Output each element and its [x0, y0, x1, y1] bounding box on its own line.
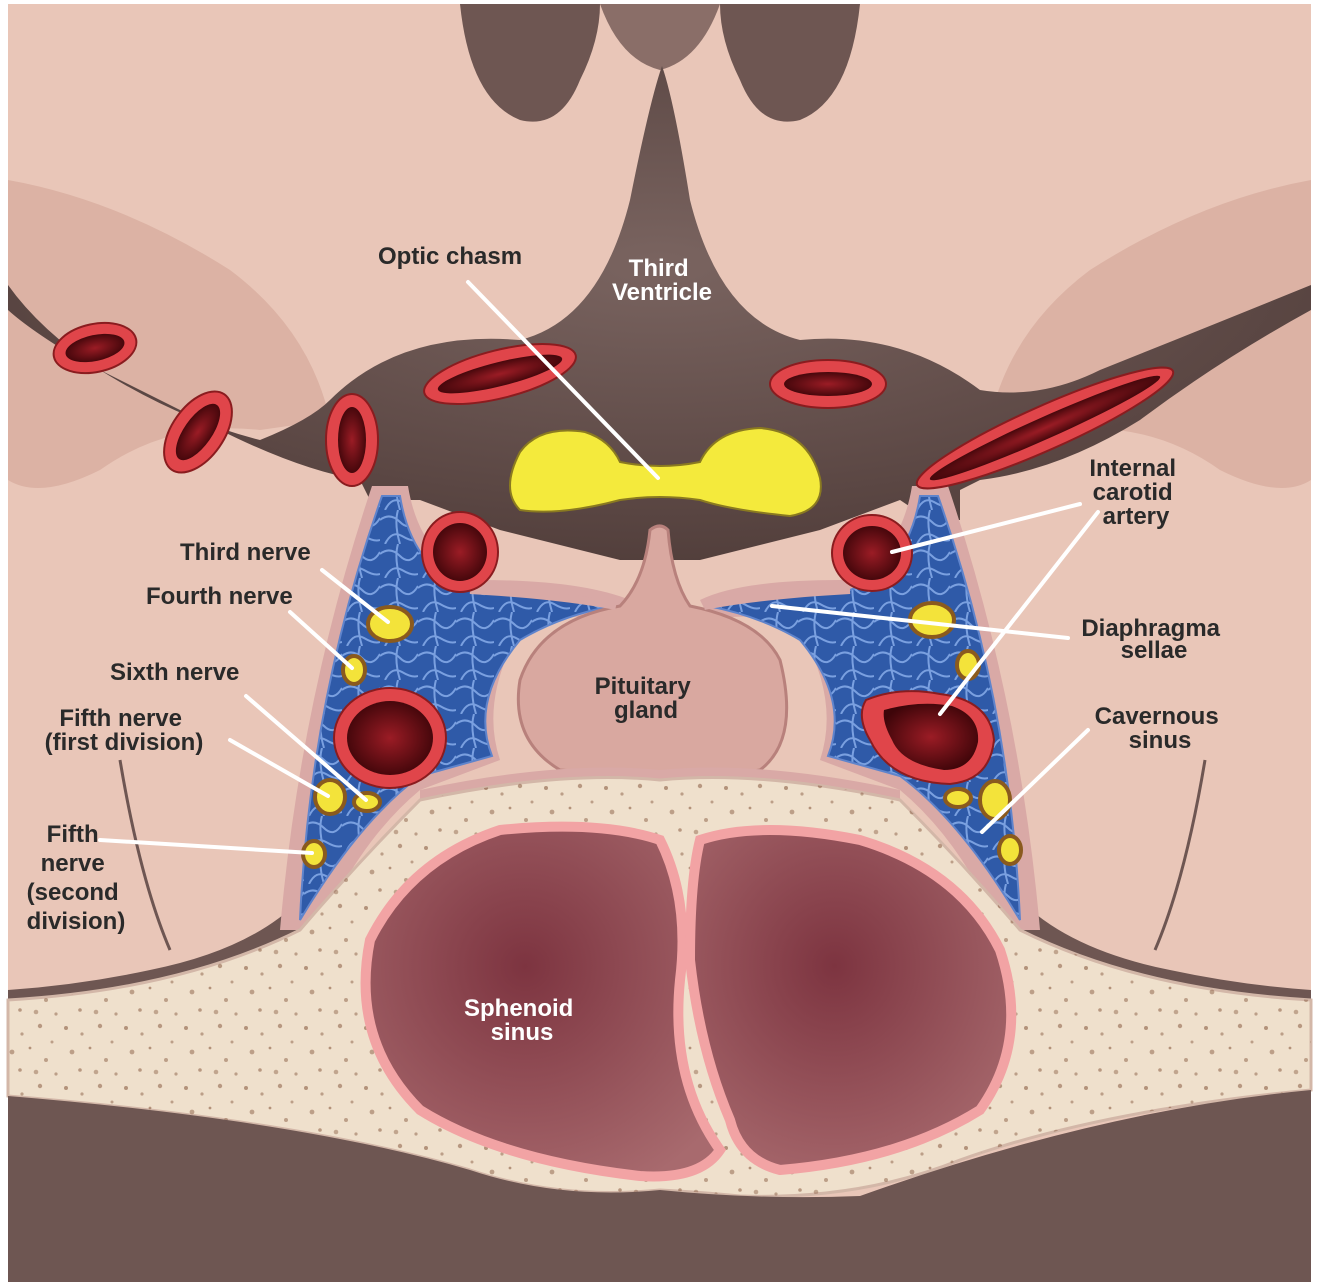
- label-pituitary-gland-line-2: gland: [614, 697, 678, 724]
- artery-left-3-lumen: [338, 407, 366, 473]
- label-sphenoid-sinus-line-2: sinus: [491, 1019, 554, 1046]
- fifth-nerve-first-left: [315, 780, 345, 814]
- label-cavernous-sinus-line-1: Cavernous: [1095, 703, 1219, 730]
- carotid-upper-left-lumen: [433, 523, 487, 581]
- label-fifth-nerve-second-line-2: nerve: [41, 850, 105, 877]
- fifth-nerve-second-right: [999, 836, 1021, 864]
- artery-center-right-lumen: [784, 372, 872, 396]
- label-fifth-nerve-second-line-4: division): [27, 908, 126, 935]
- fourth-nerve-right: [957, 651, 979, 679]
- label-fifth-nerve-first-line-2: (first division): [45, 729, 204, 756]
- label-fifth-nerve-second-line-3: (second: [27, 879, 119, 906]
- sixth-nerve-left: [354, 793, 380, 811]
- label-third-nerve: Third nerve: [180, 539, 311, 566]
- label-third-ventricle-line-2: Ventricle: [612, 279, 712, 306]
- fifth-nerve-first-right: [980, 781, 1010, 819]
- label-optic-chiasm: Optic chasm: [378, 243, 522, 270]
- label-cavernous-sinus-line-2: sinus: [1129, 727, 1192, 754]
- carotid-lower-left-lumen: [347, 701, 433, 775]
- label-pituitary-gland-line-1: Pituitary: [595, 673, 692, 700]
- label-internal-carotid: Internal carotid artery: [1089, 455, 1182, 530]
- label-sphenoid-sinus-line-1: Sphenoid: [464, 995, 573, 1022]
- label-internal-carotid-line-3: artery: [1103, 503, 1170, 530]
- label-diaphragma-sellae-line-2: sellae: [1121, 637, 1188, 664]
- label-fifth-nerve-second-line-1: Fifth: [47, 821, 99, 848]
- label-fifth-nerve-first: Fifth nerve (first division): [45, 705, 204, 756]
- label-sixth-nerve: Sixth nerve: [110, 659, 239, 686]
- label-fifth-nerve-first-line-1: Fifth nerve: [59, 705, 182, 732]
- label-third-ventricle-line-1: Third: [629, 255, 689, 282]
- label-internal-carotid-line-1: Internal: [1089, 455, 1176, 482]
- label-internal-carotid-line-2: carotid: [1093, 479, 1173, 506]
- label-fourth-nerve: Fourth nerve: [146, 583, 293, 610]
- sixth-nerve-right: [945, 789, 971, 807]
